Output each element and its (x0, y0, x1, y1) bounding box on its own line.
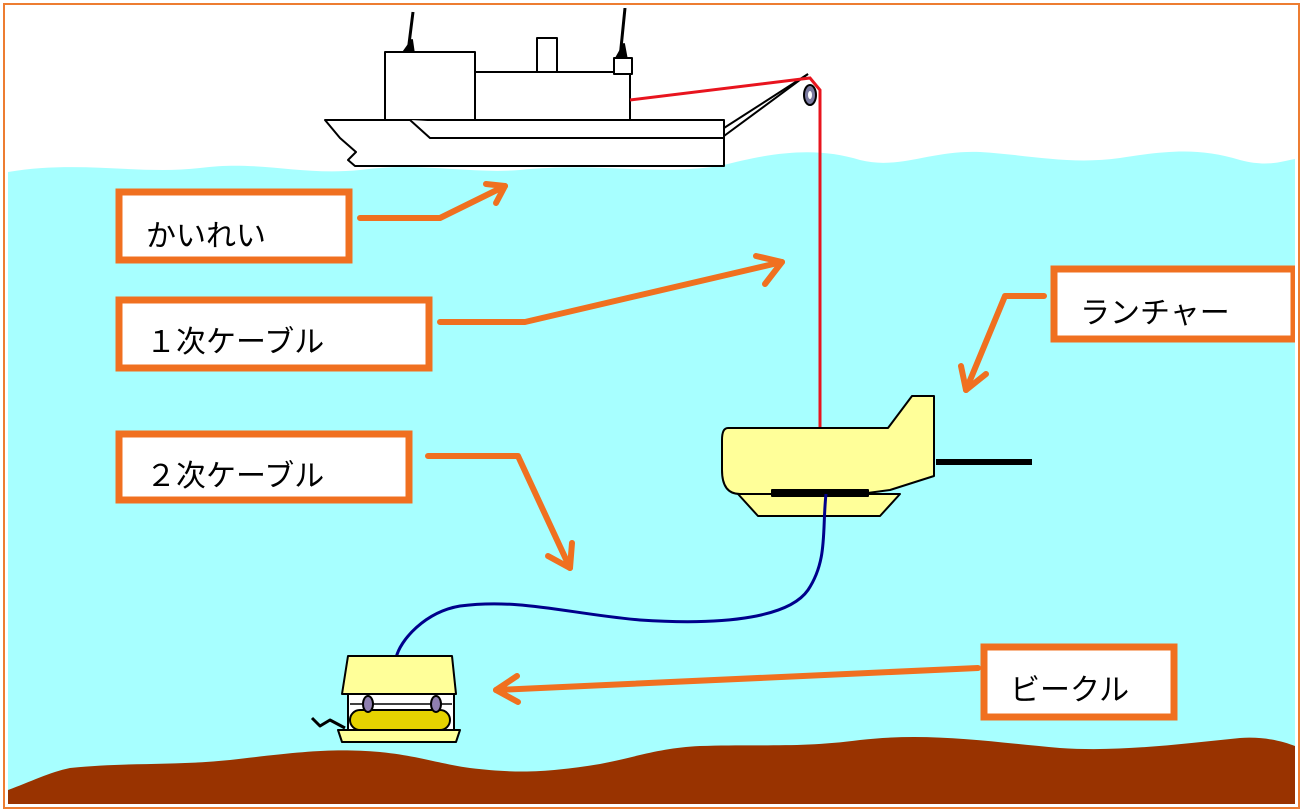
secondary-cable (394, 493, 828, 659)
seabed (8, 737, 1295, 804)
winch-pulley-icon (803, 84, 817, 106)
ship-pointer-arrow (357, 183, 508, 221)
primary-cable-pointer-arrow (437, 259, 785, 325)
primary-cable (629, 76, 822, 432)
vehicle-icon (310, 655, 461, 743)
callout-ship: かいれい (115, 188, 353, 264)
primary-cable-pointer-arrowhead (753, 253, 785, 287)
callout-secondary-cable: ２次ケーブル (115, 430, 413, 504)
callout-primary-cable: １次ケーブル (115, 296, 433, 372)
vehicle-pointer-arrowhead (493, 673, 521, 705)
label-launcher: ランチャー (1080, 296, 1230, 331)
label-secondary-cable: ２次ケーブル (146, 459, 324, 494)
label-ship: かいれい (146, 219, 266, 254)
ship-icon (324, 8, 809, 167)
label-vehicle: ビークル (1010, 673, 1129, 708)
vehicle-pointer-arrow (493, 665, 981, 693)
outer-frame (3, 3, 1300, 809)
secondary-cable-pointer-arrow (425, 453, 573, 571)
launcher-icon (721, 395, 1032, 517)
label-primary-cable: １次ケーブル (146, 325, 324, 360)
launcher-pointer-arrowhead (958, 363, 989, 393)
launcher-pointer-arrow (963, 293, 1047, 393)
ship-pointer-arrowhead (483, 181, 508, 206)
secondary-cable-pointer-arrowhead (545, 540, 575, 571)
callout-vehicle: ビークル (980, 643, 1178, 721)
callout-launcher: ランチャー (1050, 265, 1295, 343)
